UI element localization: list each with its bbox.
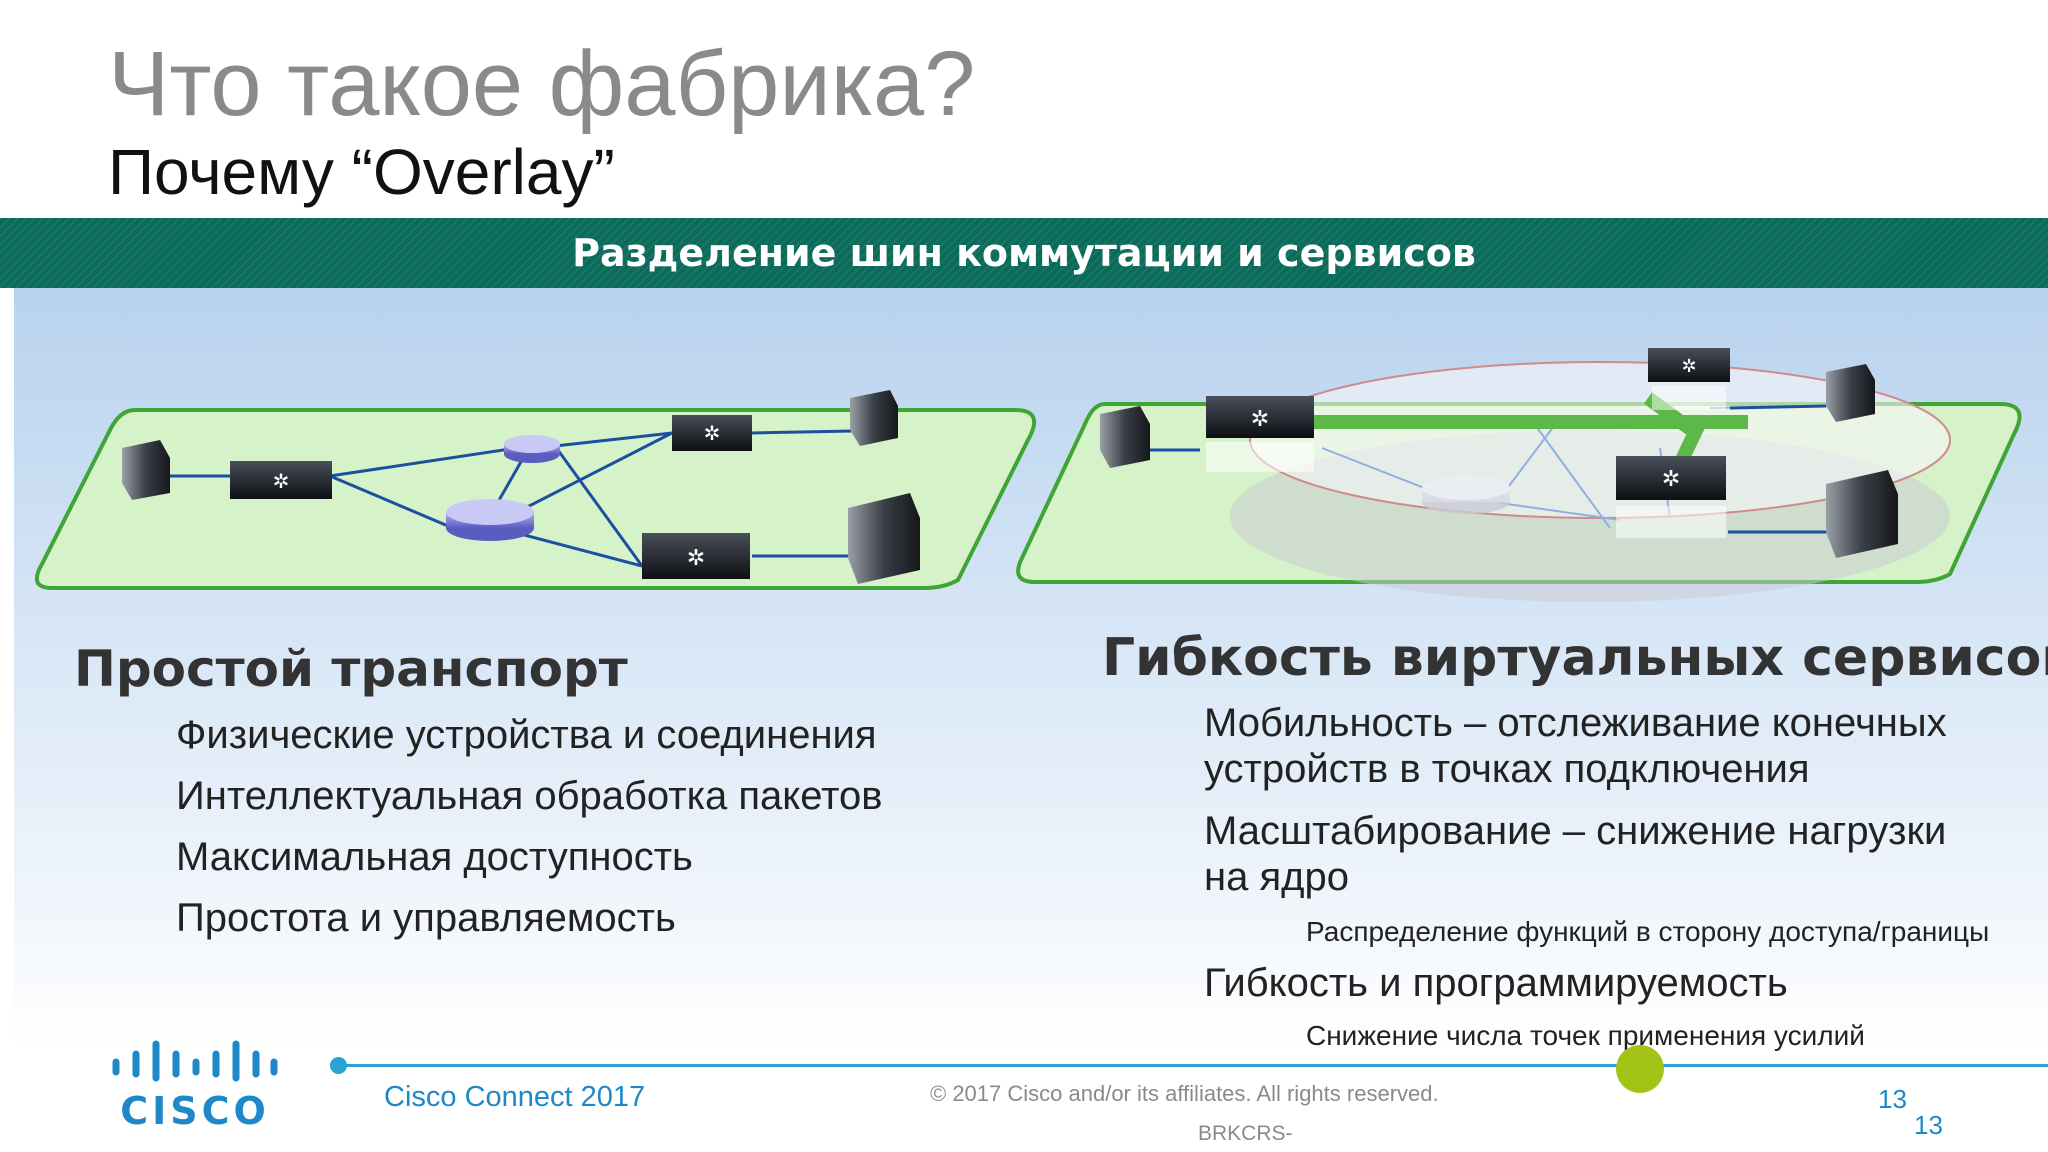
- svg-text:✲: ✲: [687, 546, 705, 571]
- list-item-line: Мобильность – отслеживание конечных: [1204, 701, 1947, 745]
- list-item: Максимальная доступность: [176, 835, 693, 879]
- session-id: BRKCRS-: [1198, 1122, 1293, 1145]
- svg-text:✲: ✲: [704, 421, 721, 445]
- router-icon: [504, 435, 560, 463]
- right-item-mobility: Мобильность – отслеживание конечных устр…: [1204, 700, 1947, 792]
- router-icon: [446, 499, 534, 541]
- footer-line: [338, 1064, 2048, 1067]
- list-item: Простота и управляемость: [176, 896, 676, 940]
- switch-icon: ✲: [642, 533, 750, 579]
- router-icon: [1422, 476, 1510, 514]
- underlay-diagram: ✲ ✲ ✲: [34, 390, 1037, 590]
- switch-icon: ✲: [230, 461, 332, 499]
- left-list: Физические устройства и соединения Интел…: [176, 712, 882, 956]
- right-item-flexibility: Гибкость и программируемость: [1204, 961, 1788, 1005]
- list-item-line: устройств в точках подключения: [1204, 747, 1810, 791]
- server-icon: [1826, 364, 1875, 422]
- page-number: 13: [1878, 1084, 1907, 1114]
- pointer-dot: [1616, 1045, 1664, 1093]
- svg-text:CISCO: CISCO: [120, 1089, 270, 1130]
- event-name: Cisco Connect 2017: [384, 1081, 646, 1113]
- right-item-scaling: Масштабирование – снижение нагрузки на я…: [1204, 808, 1946, 900]
- svg-text:✲: ✲: [1662, 467, 1680, 492]
- network-diagrams: ✲ ✲ ✲: [34, 348, 2022, 602]
- list-item-line: на ядро: [1204, 855, 1349, 899]
- slide-title: Что такое фабрика?: [108, 33, 976, 135]
- left-heading: Простой транспорт: [74, 640, 628, 698]
- server-icon: [1826, 470, 1898, 558]
- footer-dot: [330, 1057, 347, 1074]
- page-number: 13: [1914, 1110, 1943, 1140]
- server-icon: [848, 493, 920, 584]
- svg-text:✲: ✲: [273, 469, 290, 493]
- banner-text: Разделение шин коммутации и сервисов: [572, 231, 1476, 275]
- section-banner: Разделение шин коммутации и сервисов: [0, 218, 2048, 288]
- copyright-text: © 2017 Cisco and/or its affiliates. All …: [930, 1081, 1439, 1106]
- right-subitem-distribution: Распределение функций в сторону доступа/…: [1306, 916, 1990, 947]
- switch-icon: ✲: [672, 415, 752, 451]
- server-icon: [122, 440, 170, 500]
- overlay-diagram: ✲ ✲ ✲: [1016, 348, 2022, 602]
- list-item-line: Масштабирование – снижение нагрузки: [1204, 809, 1947, 853]
- switch-icon: ✲: [1648, 348, 1730, 410]
- svg-text:✲: ✲: [1681, 356, 1696, 377]
- server-icon: [850, 390, 898, 446]
- cisco-logo-icon: CISCO: [112, 1040, 278, 1130]
- switch-icon: ✲: [1616, 456, 1726, 538]
- svg-text:✲: ✲: [1251, 407, 1269, 432]
- right-subitem-reduction: Снижение числа точек применения усилий: [1306, 1020, 1865, 1051]
- slide-subtitle: Почему “Overlay”: [108, 136, 615, 208]
- list-item: Интеллектуальная обработка пакетов: [176, 774, 883, 818]
- fabric-plane: [34, 408, 1037, 590]
- right-heading: Гибкость виртуальных сервисов: [1102, 628, 2048, 688]
- server-icon: [1100, 406, 1150, 468]
- list-item: Физические устройства и соединения: [176, 713, 877, 757]
- switch-icon: ✲: [1206, 396, 1314, 472]
